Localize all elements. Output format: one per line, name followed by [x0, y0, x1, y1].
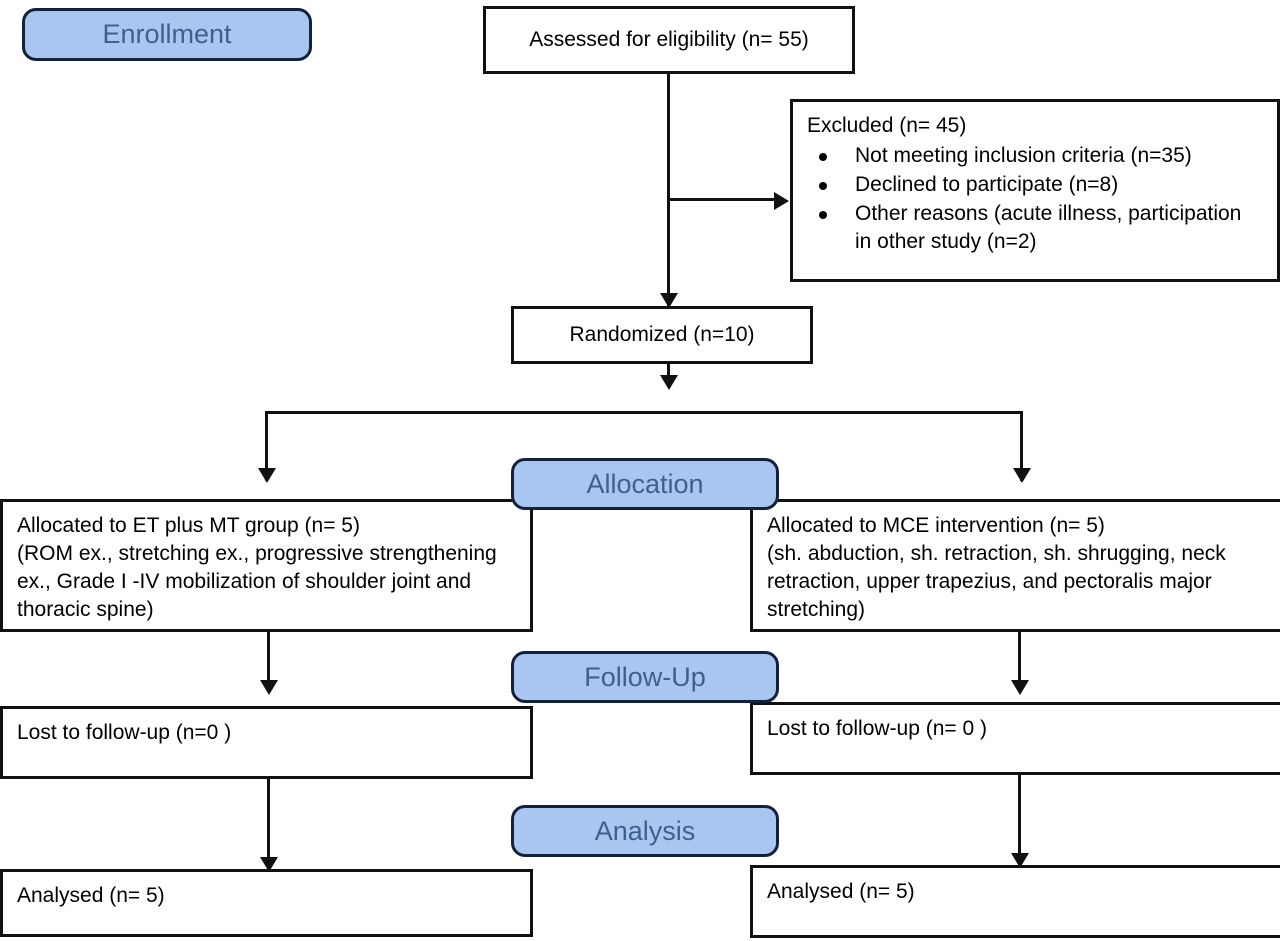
node-randomized: Randomized (n=10): [511, 306, 813, 364]
excluded-reason-text: Other reasons (acute illness, participat…: [855, 201, 1242, 253]
stage-badge-enrollment-label: Enrollment: [102, 19, 232, 49]
connector-alloc-right-to-lost: [1018, 632, 1021, 692]
node-randomized-text: Randomized (n=10): [569, 323, 755, 347]
arrowhead-into-alloc-right: [1013, 468, 1031, 483]
arrowhead-into-lost-right: [1011, 680, 1029, 695]
excluded-reason-text: Declined to participate (n=8): [855, 172, 1119, 196]
arrowhead-randomized-split: [660, 375, 678, 390]
bullet-dot-icon: [819, 152, 827, 161]
node-excluded-title: Excluded (n= 45): [807, 114, 967, 137]
excluded-reason-item: Not meeting inclusion criteria (n=35): [807, 142, 1263, 170]
node-lost-followup-left: Lost to follow-up (n=0 ): [0, 706, 533, 779]
node-excluded: Excluded (n= 45) Not meeting inclusion c…: [790, 99, 1280, 282]
arrowhead-into-analysed-right: [1011, 853, 1029, 868]
excluded-reason-text: Not meeting inclusion criteria (n=35): [855, 143, 1192, 167]
connector-trunk-to-excluded: [667, 198, 777, 201]
stage-badge-allocation: Allocation: [511, 458, 779, 510]
arrowhead-into-alloc-left: [258, 468, 276, 483]
node-lost-followup-right-text: Lost to follow-up (n= 0 ): [767, 717, 988, 740]
node-analysed-left: Analysed (n= 5): [0, 869, 533, 937]
stage-badge-followup: Follow-Up: [511, 651, 779, 703]
connector-allocation-left-drop: [265, 411, 268, 481]
stage-badge-analysis-label: Analysis: [594, 815, 696, 846]
connector-allocation-right-drop: [1020, 411, 1023, 481]
arrowhead-into-lost-left: [260, 680, 278, 695]
stage-badge-enrollment: Enrollment: [22, 8, 312, 61]
node-analysed-right: Analysed (n= 5): [750, 865, 1280, 938]
node-assessed-for-eligibility: Assessed for eligibility (n= 55): [483, 6, 855, 74]
stage-badge-analysis: Analysis: [511, 805, 779, 857]
node-analysed-right-text: Analysed (n= 5): [767, 880, 915, 903]
connector-lost-left-to-analysed: [267, 779, 270, 871]
connector-assessed-to-randomized: [667, 74, 670, 306]
connector-lost-right-to-analysed: [1018, 775, 1021, 867]
node-allocated-right-line2: (sh. abduction, sh. retraction, sh. shru…: [767, 541, 1232, 621]
bullet-dot-icon: [819, 181, 827, 190]
excluded-reason-item: Other reasons (acute illness, participat…: [807, 200, 1263, 256]
node-lost-followup-right: Lost to follow-up (n= 0 ): [750, 702, 1280, 775]
node-allocated-right-line1: Allocated to MCE intervention (n= 5): [767, 514, 1105, 537]
node-analysed-left-text: Analysed (n= 5): [17, 884, 165, 907]
connector-alloc-left-to-lost: [267, 632, 270, 692]
node-assessed-text: Assessed for eligibility (n= 55): [529, 28, 809, 52]
stage-badge-followup-label: Follow-Up: [584, 661, 706, 692]
node-allocated-left-line1: Allocated to ET plus MT group (n= 5): [17, 514, 360, 537]
excluded-reasons-list: Not meeting inclusion criteria (n=35) De…: [807, 142, 1263, 256]
arrowhead-into-analysed-left: [260, 857, 278, 872]
stage-badge-allocation-label: Allocation: [586, 468, 704, 499]
bullet-dot-icon: [819, 210, 827, 219]
node-lost-followup-left-text: Lost to follow-up (n=0 ): [17, 721, 232, 744]
connector-allocation-split-bar: [265, 411, 1023, 414]
excluded-reason-item: Declined to participate (n=8): [807, 171, 1263, 199]
arrowhead-into-randomized: [660, 293, 678, 308]
node-allocated-right: Allocated to MCE intervention (n= 5) (sh…: [750, 499, 1280, 632]
node-allocated-left: Allocated to ET plus MT group (n= 5) (RO…: [0, 499, 533, 632]
node-allocated-left-line2: (ROM ex., stretching ex., progressive st…: [17, 541, 503, 621]
arrowhead-into-excluded: [774, 192, 789, 210]
